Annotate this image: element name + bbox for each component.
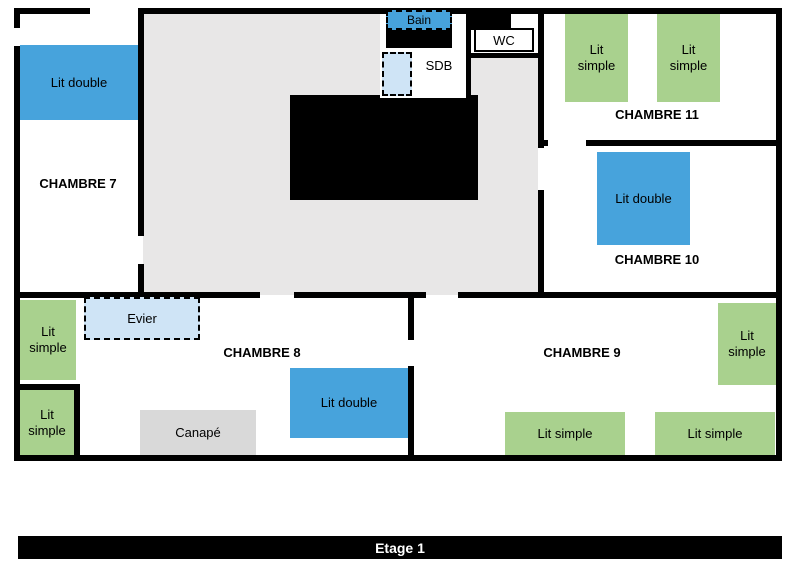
bed-label: Lit simple bbox=[687, 425, 743, 441]
wc-room-box: WC bbox=[474, 28, 534, 52]
bed-single-chambre9-b: Lit simple bbox=[655, 412, 775, 455]
bed-single-chambre11-b: Lit simple bbox=[657, 14, 720, 102]
wall-wc-bottom bbox=[471, 53, 538, 58]
stairwell-block bbox=[290, 95, 478, 200]
wall-middle-a bbox=[14, 292, 260, 298]
bed-label: Lit double bbox=[615, 190, 672, 206]
wall-chambre8-9-divider-b bbox=[408, 366, 414, 461]
wall-middle-b bbox=[294, 292, 426, 298]
wall-top-left bbox=[14, 8, 90, 14]
bed-label: Lit simple bbox=[29, 324, 67, 355]
room-label-chambre11: CHAMBRE 11 bbox=[615, 107, 699, 122]
wall-middle-c bbox=[458, 292, 782, 298]
bed-label: Lit double bbox=[320, 395, 378, 411]
wall-nook-right bbox=[74, 384, 80, 461]
wall-chambre7-right-a bbox=[138, 8, 144, 236]
wall-chambre11-bottom-b bbox=[586, 140, 782, 146]
bathtub: Bain bbox=[386, 10, 452, 30]
bed-double-chambre10: Lit double bbox=[597, 152, 690, 245]
wall-wc-stub bbox=[471, 8, 511, 30]
wall-right bbox=[776, 8, 782, 461]
wall-bathroom-bottom bbox=[380, 98, 472, 103]
bed-label: Lit simple bbox=[728, 328, 766, 359]
sofa: Canapé bbox=[140, 410, 256, 455]
bed-single-chambre9-a: Lit simple bbox=[505, 412, 625, 455]
bed-label: Lit simple bbox=[28, 406, 66, 438]
room-label-chambre8: CHAMBRE 8 bbox=[223, 345, 301, 360]
bed-label: Lit simple bbox=[537, 425, 593, 441]
bed-label: Lit simple bbox=[669, 42, 708, 73]
sdb-label: SDB bbox=[425, 58, 453, 73]
bed-label: Lit simple bbox=[577, 42, 616, 73]
wall-bottom bbox=[14, 455, 782, 461]
sofa-label: Canapé bbox=[175, 425, 221, 440]
wall-left-upper bbox=[14, 8, 20, 28]
bed-single-left-top: Lit simple bbox=[20, 300, 76, 380]
sink-label: Evier bbox=[127, 311, 157, 326]
wall-top-right bbox=[538, 8, 782, 14]
room-label-chambre9: CHAMBRE 9 bbox=[543, 345, 621, 360]
wall-hall-right-b bbox=[538, 190, 544, 298]
wall-top-mid bbox=[143, 8, 538, 14]
wall-bathroom-right bbox=[466, 8, 471, 103]
wall-chambre8-9-divider-a bbox=[408, 292, 414, 340]
floor-title: Etage 1 bbox=[375, 539, 425, 556]
floor-title-banner: Etage 1 bbox=[18, 536, 782, 559]
bed-single-right: Lit simple bbox=[718, 303, 776, 385]
room-label-chambre7: CHAMBRE 7 bbox=[39, 176, 117, 191]
wall-left-main bbox=[14, 46, 20, 461]
bed-double-chambre7: Lit double bbox=[20, 45, 138, 120]
bed-single-left-bottom: Lit simple bbox=[20, 390, 74, 455]
wall-nook-top bbox=[14, 384, 80, 390]
wall-chambre11-bottom-a bbox=[538, 140, 548, 146]
sink: Evier bbox=[84, 297, 200, 340]
wc-label: WC bbox=[493, 32, 515, 48]
shower bbox=[382, 52, 412, 96]
bed-label: Lit double bbox=[50, 74, 108, 90]
bed-double-chambre8: Lit double bbox=[290, 368, 408, 438]
bathtub-label: Bain bbox=[406, 13, 432, 27]
wall-chambre7-right-b bbox=[138, 264, 144, 298]
wall-below-bathtub bbox=[386, 30, 452, 48]
room-label-chambre10: CHAMBRE 10 bbox=[614, 252, 700, 267]
wall-hall-right-a bbox=[538, 8, 544, 148]
bed-single-chambre11-a: Lit simple bbox=[565, 14, 628, 102]
